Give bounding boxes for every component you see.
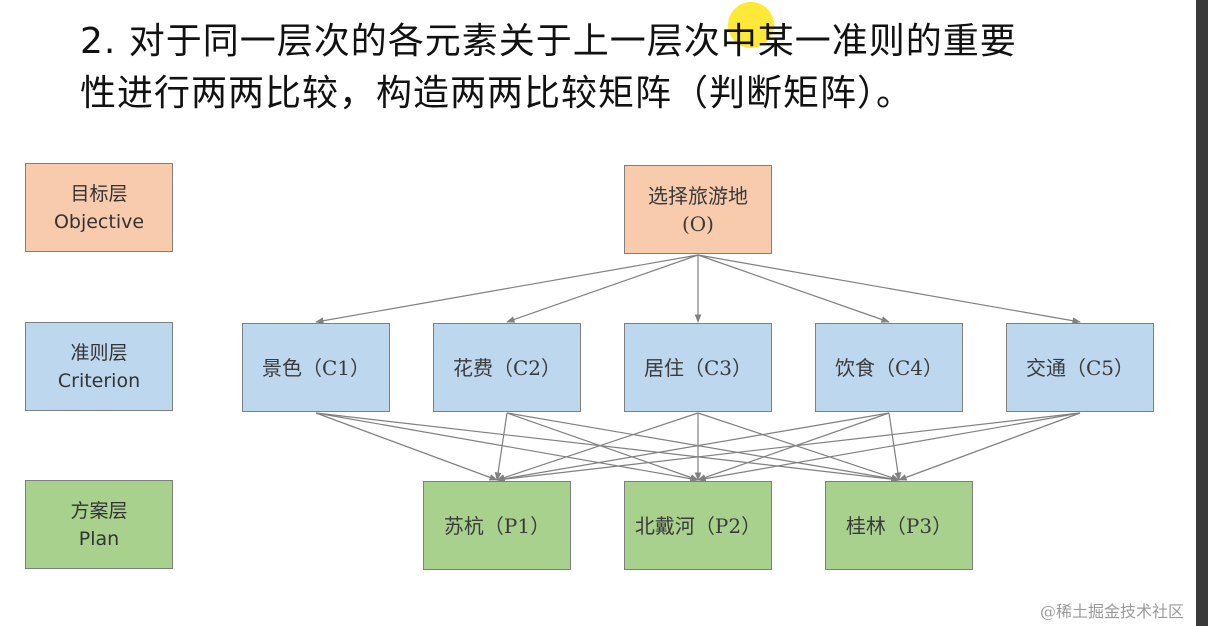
plan-label: 桂林（P3） (845, 513, 953, 538)
arrow-goal-to-c1 (315, 254, 699, 325)
criterion-label: 饮食（C4） (834, 355, 944, 380)
level-plan-cn: 方案层 (70, 499, 128, 522)
level-criterion-cn: 准则层 (70, 341, 128, 364)
arrow-c3-to-p3 (697, 412, 900, 481)
level-plan: 方案层 Plan (25, 480, 173, 569)
arrow-c2-to-p3 (506, 412, 900, 483)
goal-node: 选择旅游地 (O) (624, 165, 772, 254)
criterion-label: 交通（C5） (1025, 355, 1135, 380)
plan-node-p1: 苏杭（P1） (423, 481, 571, 570)
arrow-c1-to-p2 (315, 412, 699, 483)
criterion-node-c1: 景色（C1） (242, 323, 390, 412)
level-criterion: 准则层 Criterion (25, 322, 173, 411)
arrow-c5-to-p3 (898, 412, 1081, 481)
watermark: @稀土掘金技术社区 (1040, 602, 1185, 621)
arrow-c1-to-p1 (315, 412, 498, 481)
arrow-goal-to-c4 (697, 254, 890, 323)
arrow-goal-to-c2 (506, 254, 699, 323)
criterion-node-c3: 居住（C3） (624, 323, 772, 412)
arrow-c2-to-p2 (506, 412, 699, 481)
arrow-c5-to-p1 (496, 412, 1081, 483)
arrow-c2-to-p1 (494, 412, 508, 481)
window-edge (1196, 0, 1208, 626)
level-objective-cn: 目标层 (70, 182, 128, 205)
criterion-node-c4: 饮食（C4） (815, 323, 963, 412)
plan-node-p3: 桂林（P3） (825, 481, 973, 570)
criterion-label: 花费（C2） (452, 355, 562, 380)
plan-node-p2: 北戴河（P2） (624, 481, 772, 570)
goal-code: (O) (681, 211, 714, 236)
level-objective-en: Objective (53, 210, 145, 233)
plan-label: 北戴河（P2） (634, 513, 762, 538)
level-objective: 目标层 Objective (25, 163, 173, 252)
heading-line-2: 性进行两两比较，构造两两比较矩阵（判断矩阵）。 (80, 73, 914, 114)
cursor-highlight (728, 2, 774, 48)
level-criterion-en: Criterion (57, 369, 141, 392)
goal-name: 选择旅游地 (648, 183, 748, 208)
goal-to-criteria-arrows (315, 254, 1081, 325)
arrow-c4-to-p1 (496, 412, 890, 483)
arrow-c4-to-p3 (888, 412, 902, 481)
criterion-node-c2: 花费（C2） (433, 323, 581, 412)
criterion-label: 居住（C3） (643, 355, 753, 380)
arrow-goal-to-c5 (697, 254, 1081, 325)
criteria-to-plan-arrows (315, 412, 1081, 483)
arrow-c1-to-p3 (315, 412, 900, 483)
heading-line-1: 2. 对于同一层次的各元素关于上一层次中某一准则的重要 (80, 21, 1017, 62)
criterion-node-c5: 交通（C5） (1006, 323, 1154, 412)
arrow-c3-to-p1 (496, 412, 699, 481)
level-plan-en: Plan (78, 527, 120, 550)
plan-label: 苏杭（P1） (443, 513, 551, 538)
arrow-c5-to-p2 (697, 412, 1081, 483)
criterion-label: 景色（C1） (261, 355, 371, 380)
